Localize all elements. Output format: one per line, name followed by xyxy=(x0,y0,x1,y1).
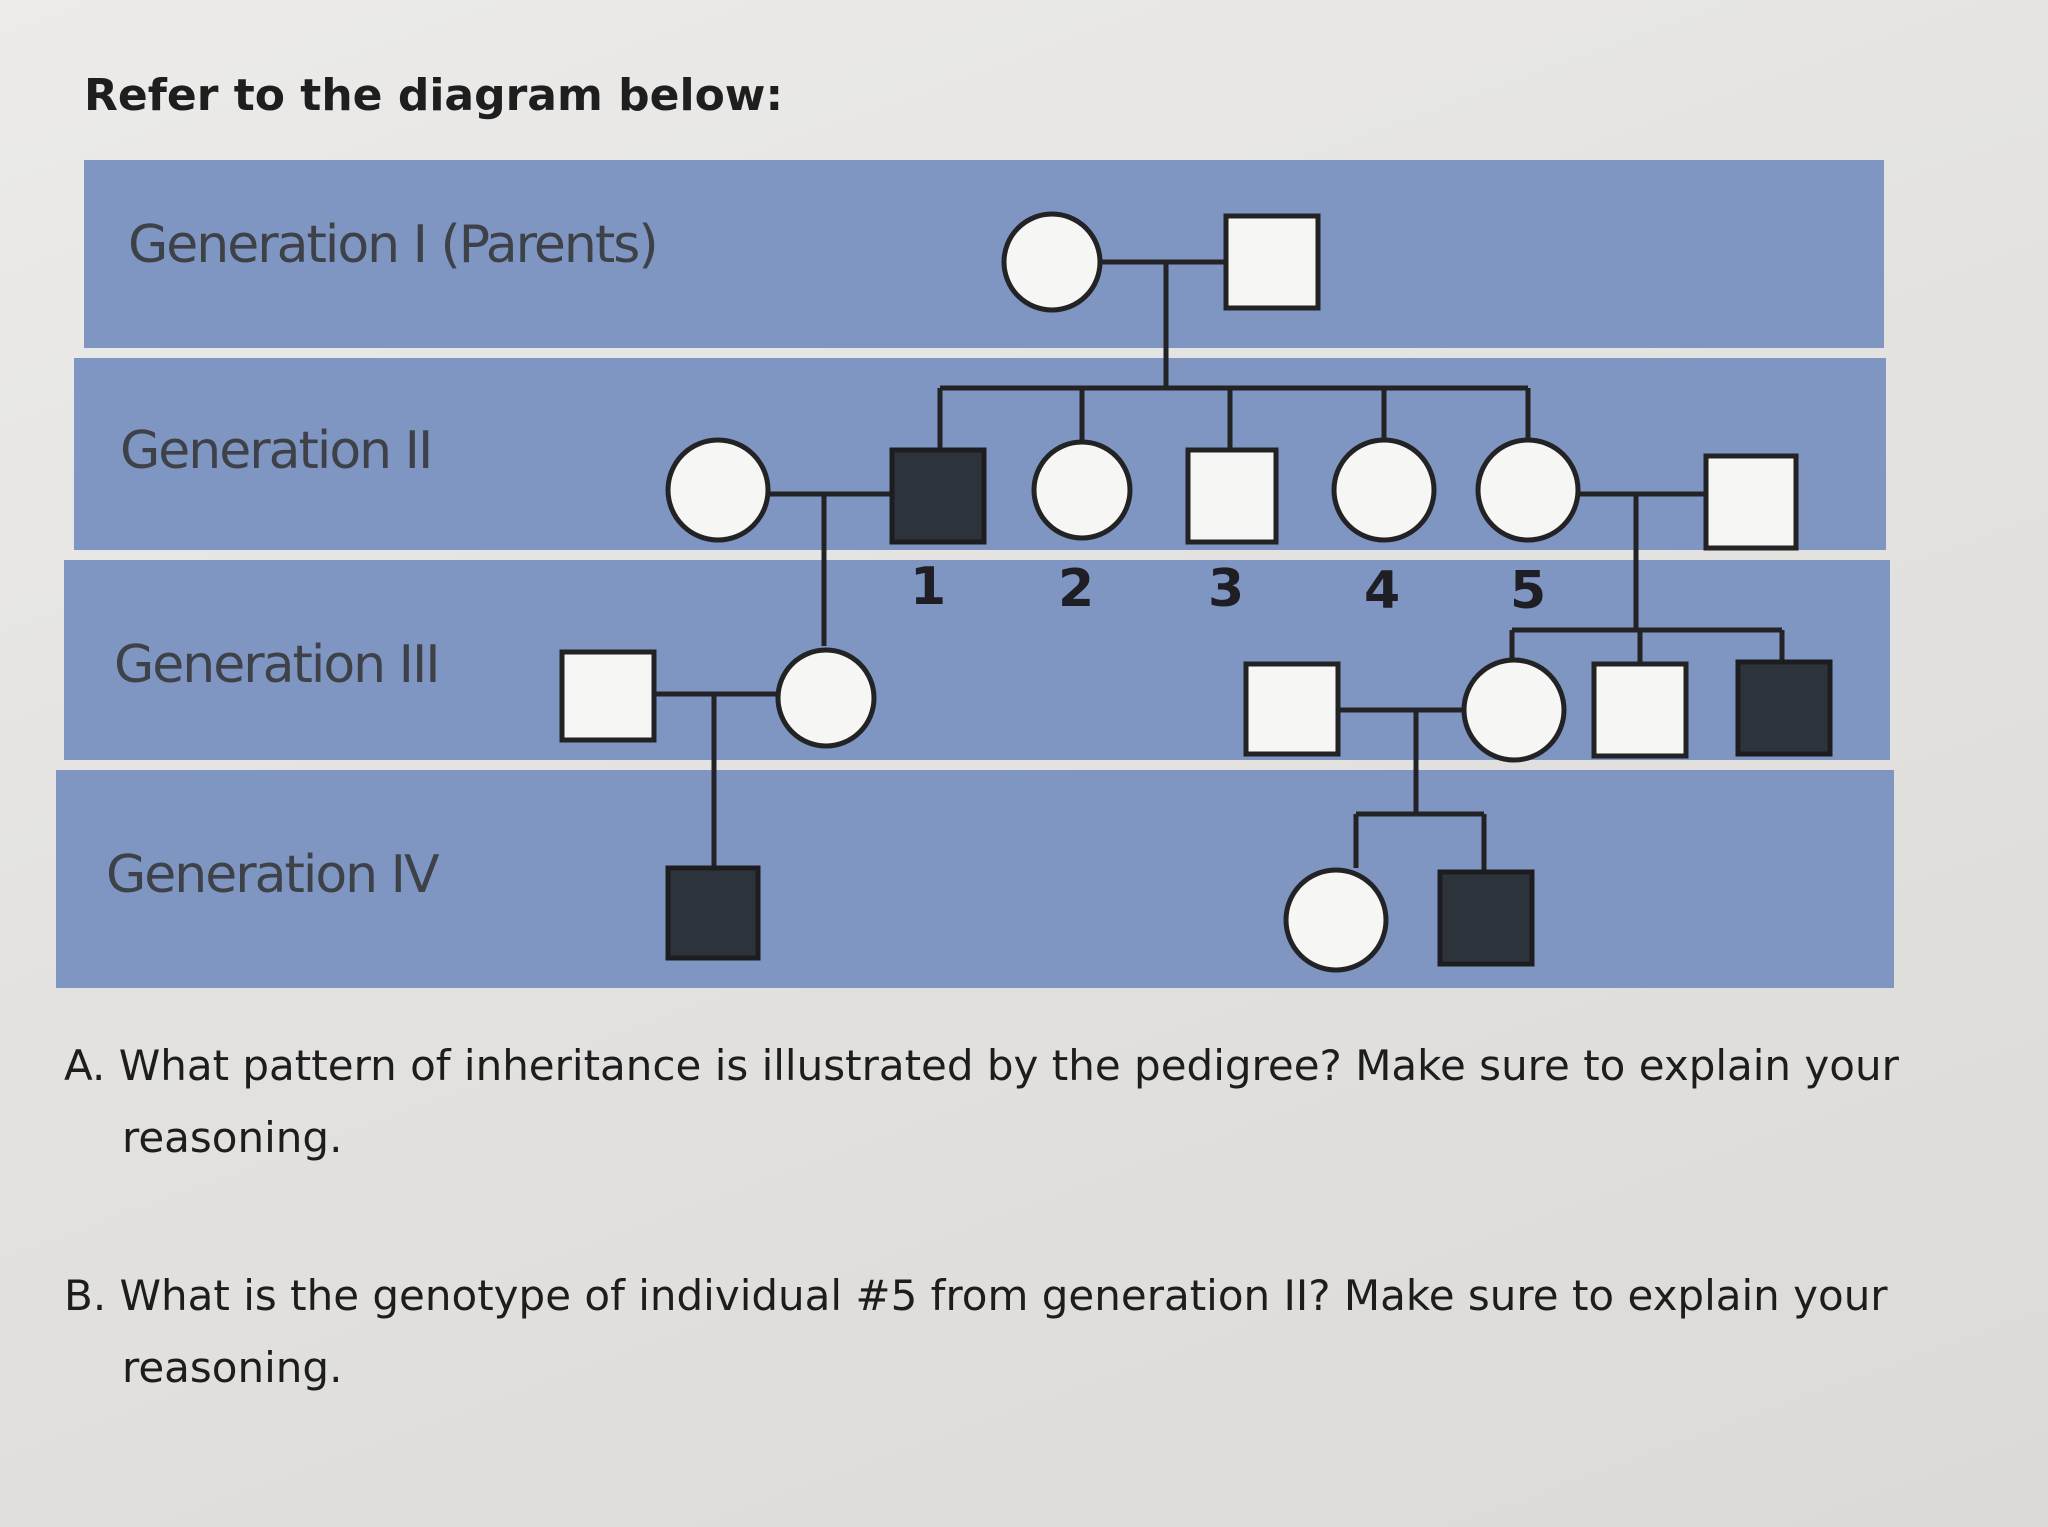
question-b: B. What is the genotype of individual #5… xyxy=(64,1260,1994,1404)
gen2-individual-4-female xyxy=(1331,437,1437,543)
gen3-male-right xyxy=(1591,661,1689,759)
gen3-affected-male-right xyxy=(1735,659,1833,757)
gen3-female-right xyxy=(1461,657,1567,763)
gen2-individual-3-male xyxy=(1185,447,1279,545)
gen2-individual-1-affected-male xyxy=(889,447,987,545)
individual-number-5: 5 xyxy=(1510,561,1546,621)
gen3-spouse-male-right xyxy=(1243,661,1341,757)
individual-number-1: 1 xyxy=(910,557,946,617)
gen2-spouse-male xyxy=(1703,453,1799,551)
question-a-line1: A. What pattern of inheritance is illust… xyxy=(64,1041,1899,1090)
generation-label-2: Generation II xyxy=(120,421,431,481)
generation-band-1 xyxy=(84,160,1884,348)
question-b-line1: B. What is the genotype of individual #5… xyxy=(64,1271,1888,1320)
gen1-female xyxy=(1001,211,1103,313)
generation-band-3 xyxy=(64,560,1890,760)
gen4-female-right xyxy=(1283,867,1389,973)
gen1-male xyxy=(1223,213,1321,311)
gen3-spouse-male-left xyxy=(559,649,657,743)
intro-text: Refer to the diagram below: xyxy=(84,70,784,121)
generation-label-4: Generation IV xyxy=(106,845,440,905)
generation-label-3: Generation III xyxy=(114,635,439,695)
gen4-affected-male-left xyxy=(665,865,761,961)
generation-band-4 xyxy=(56,770,1894,988)
gen3-female-left xyxy=(775,647,877,749)
question-a-line2: reasoning. xyxy=(122,1113,343,1162)
gen2-individual-5-female xyxy=(1475,437,1581,543)
individual-number-2: 2 xyxy=(1058,559,1094,619)
individual-number-4: 4 xyxy=(1364,561,1400,621)
question-b-line2: reasoning. xyxy=(122,1343,343,1392)
gen2-spouse-female xyxy=(665,437,771,543)
individual-number-3: 3 xyxy=(1208,559,1244,619)
gen4-affected-male-right xyxy=(1437,869,1535,967)
gen2-individual-2-female xyxy=(1031,439,1133,541)
question-a: A. What pattern of inheritance is illust… xyxy=(64,1030,1994,1174)
generation-label-1: Generation I (Parents) xyxy=(128,215,657,275)
